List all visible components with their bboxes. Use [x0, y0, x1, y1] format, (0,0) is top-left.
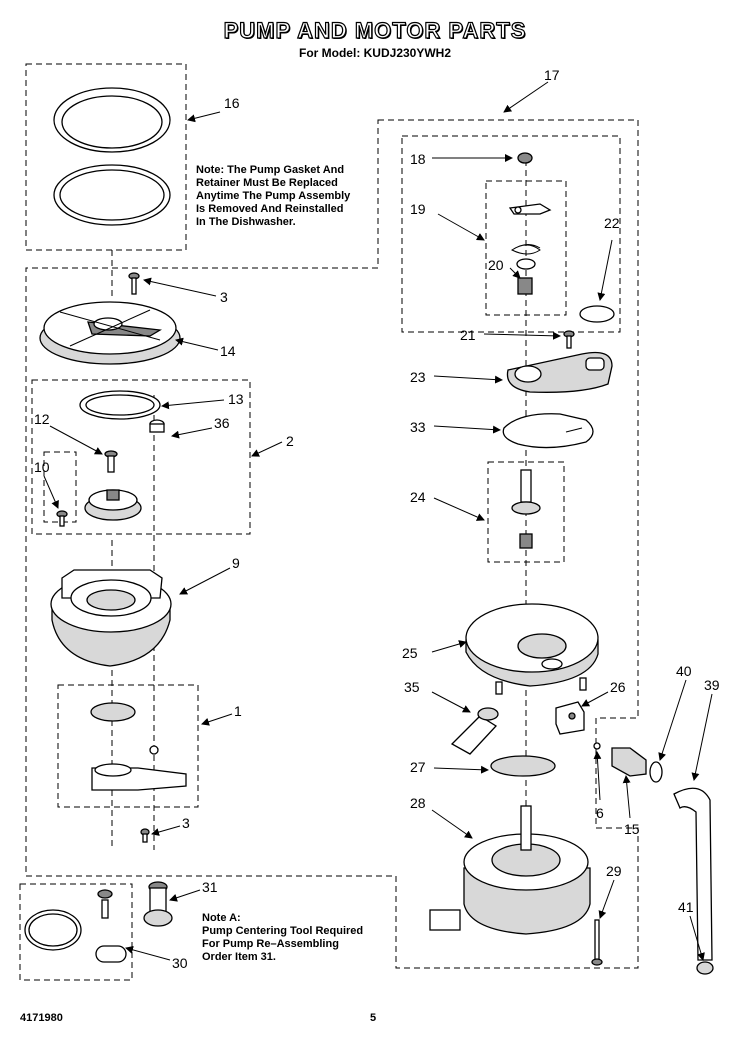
slinger-disc: [490, 755, 556, 777]
callout-label: 33: [410, 419, 426, 435]
note-a-line: Order Item 31.: [202, 951, 276, 963]
callout-label: 21: [460, 327, 476, 343]
callout-label: 20: [488, 257, 504, 273]
small-seal: [149, 419, 165, 433]
callout-label: 14: [220, 343, 236, 359]
gasket-note-line: Note: The Pump Gasket And: [196, 164, 345, 176]
callout-label: 12: [34, 411, 50, 427]
page-number: 5: [370, 1012, 377, 1024]
nut: [517, 152, 533, 164]
callout-label: 9: [232, 555, 240, 571]
housing-plate: [506, 351, 613, 393]
upper-pump-box: [401, 135, 621, 333]
callout-labels: 16 17 18 19 20 22 21 3 14 23 13 33 12 36…: [34, 67, 720, 971]
callout-label: 22: [604, 215, 620, 231]
item-10-box: [43, 451, 77, 523]
impeller: [84, 489, 142, 521]
tool-box: [19, 883, 133, 981]
callout-label: 17: [544, 67, 560, 83]
callout-label: 19: [410, 201, 426, 217]
pump-centering-tool: [143, 881, 173, 927]
pump-housing: [50, 569, 172, 667]
callout-label: 24: [410, 489, 426, 505]
note-a: Note A: Pump Centering Tool Required For…: [202, 912, 363, 964]
gasket-note: Note: The Pump Gasket And Retainer Must …: [196, 164, 350, 229]
gasket-kit: [24, 889, 127, 963]
callout-label: 39: [704, 677, 720, 693]
housing-gasket: [502, 413, 594, 449]
callout-label: 2: [286, 433, 294, 449]
item-2-box: [31, 379, 251, 535]
callout-label: 1: [234, 703, 242, 719]
leader-lines: [43, 81, 713, 961]
callout-label: 35: [404, 679, 420, 695]
callout-label: 26: [610, 679, 626, 695]
callout-label: 10: [34, 459, 50, 475]
callout-label: 6: [596, 805, 604, 821]
gasket-group-box: [25, 63, 187, 251]
screw: [128, 272, 140, 295]
callout-label: 31: [202, 879, 218, 895]
small-washer: [593, 742, 601, 750]
drain-hose: [673, 787, 714, 975]
doc-number: 4171980: [20, 1012, 63, 1024]
impeller-screw: [104, 450, 118, 473]
pump-cover: [39, 301, 181, 365]
pump-base-bracket: [91, 745, 187, 791]
callout-label: 15: [624, 821, 640, 837]
gasket-note-line: Retainer Must Be Replaced: [196, 177, 338, 189]
motor-bolt: [591, 919, 603, 966]
hose-clamp: [649, 761, 663, 783]
callout-label: 13: [228, 391, 244, 407]
motor-mount: [465, 603, 599, 695]
mount-bracket: [555, 701, 585, 735]
gasket-note-line: Anytime The Pump Assembly: [196, 190, 351, 202]
note-a-line: Note A:: [202, 912, 241, 924]
gasket-retainer: [53, 164, 171, 226]
callout-label: 27: [410, 759, 426, 775]
page-title: PUMP AND MOTOR PARTS: [223, 17, 527, 43]
pump-motor: [429, 805, 591, 935]
callout-label: 3: [182, 815, 190, 831]
callout-label: 18: [410, 151, 426, 167]
callout-label: 23: [410, 369, 426, 385]
drain-elbow: [450, 707, 499, 755]
callout-label: 40: [676, 663, 692, 679]
callout-label: 25: [402, 645, 418, 661]
gasket-note-line: Is Removed And Reinstalled: [196, 203, 344, 215]
small-screw: [56, 510, 68, 527]
spring-clip: [508, 203, 552, 215]
note-a-line: Pump Centering Tool Required: [202, 925, 364, 937]
impeller-seal-ring: [79, 390, 161, 420]
pump-gasket: [53, 87, 171, 153]
pump-assembly-box: [25, 119, 639, 969]
callout-label: 16: [224, 95, 240, 111]
model-subtitle: For Model: KUDJ230YWH2: [298, 46, 452, 60]
lower-screw: [140, 828, 150, 843]
check-valve: [611, 747, 647, 777]
callout-label: 3: [220, 289, 228, 305]
callout-label: 30: [172, 955, 188, 971]
callout-label: 36: [214, 415, 230, 431]
callout-label: 29: [606, 863, 622, 879]
cover-screw: [563, 330, 575, 349]
gasket-note-line: In The Dishwasher.: [196, 216, 296, 228]
note-a-line: For Pump Re–Assembling: [202, 938, 339, 950]
item-1-box: [57, 684, 199, 808]
filter-screen: [90, 702, 136, 722]
shaft-assembly: [511, 469, 541, 549]
callout-label: 41: [678, 899, 694, 915]
small-o-ring: [579, 305, 615, 323]
callout-label: 28: [410, 795, 426, 811]
spring-assembly: [511, 244, 541, 295]
